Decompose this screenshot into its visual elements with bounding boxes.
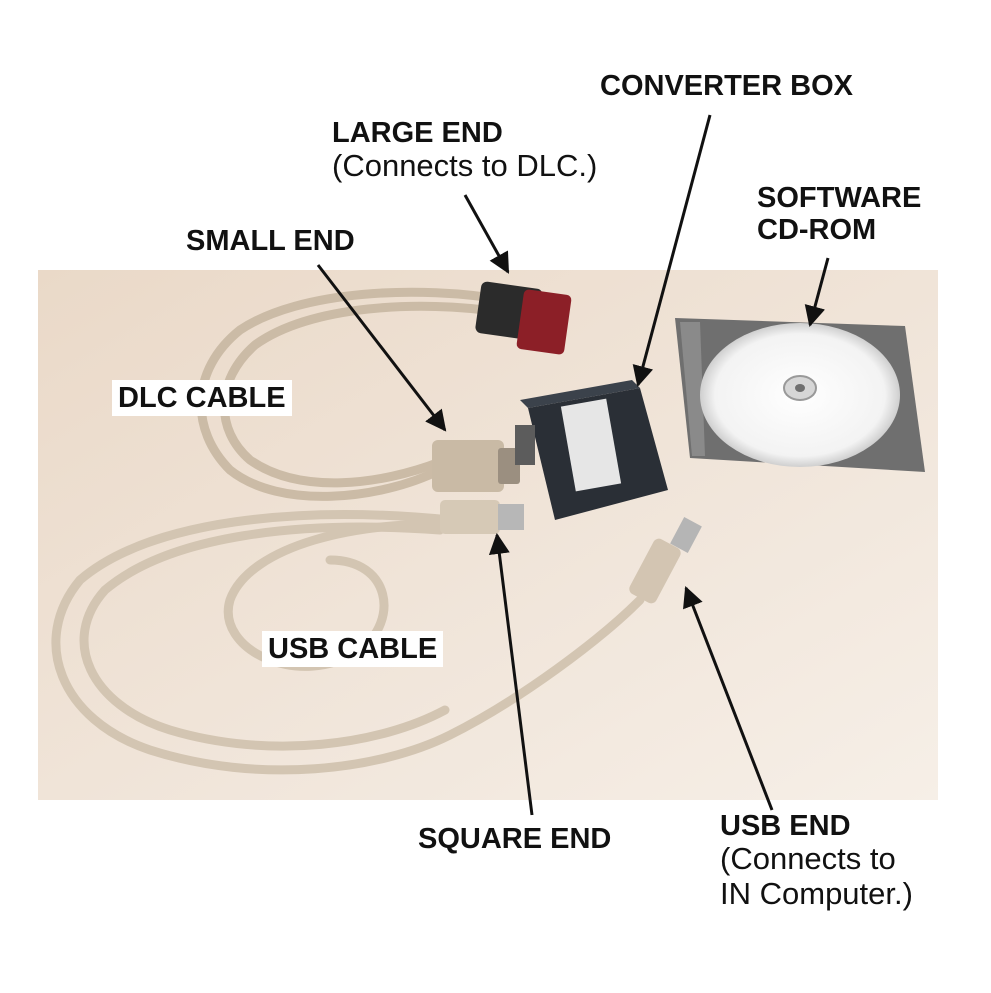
cd-rom-case	[675, 318, 925, 472]
usb-cable	[51, 510, 645, 775]
usb-square-end	[440, 500, 524, 534]
label-small-end: SMALL END	[186, 225, 355, 257]
label-large-end: LARGE END (Connects to DLC.)	[332, 117, 598, 184]
dlc-small-end	[432, 440, 520, 492]
label-usb-end: USB END (Connects to IN Computer.)	[720, 810, 913, 912]
label-usb-cable: USB CABLE	[262, 631, 444, 668]
usb-a-end	[629, 517, 702, 604]
dlc-large-end	[475, 281, 572, 355]
leader-small-end	[316, 264, 447, 432]
label-dlc-cable: DLC CABLE	[112, 380, 292, 417]
leader-large-end	[463, 194, 510, 274]
label-software-cd-rom: SOFTWARE CD-ROM	[757, 182, 922, 247]
leader-square-end	[488, 532, 534, 816]
leader-cd-rom	[804, 257, 830, 328]
converter-box	[515, 380, 668, 520]
leader-converter-box	[632, 114, 712, 388]
leader-lines	[316, 114, 830, 816]
label-converter-box: CONVERTER BOX	[600, 70, 853, 102]
label-square-end: SQUARE END	[418, 823, 612, 855]
leader-usb-end	[683, 586, 774, 811]
